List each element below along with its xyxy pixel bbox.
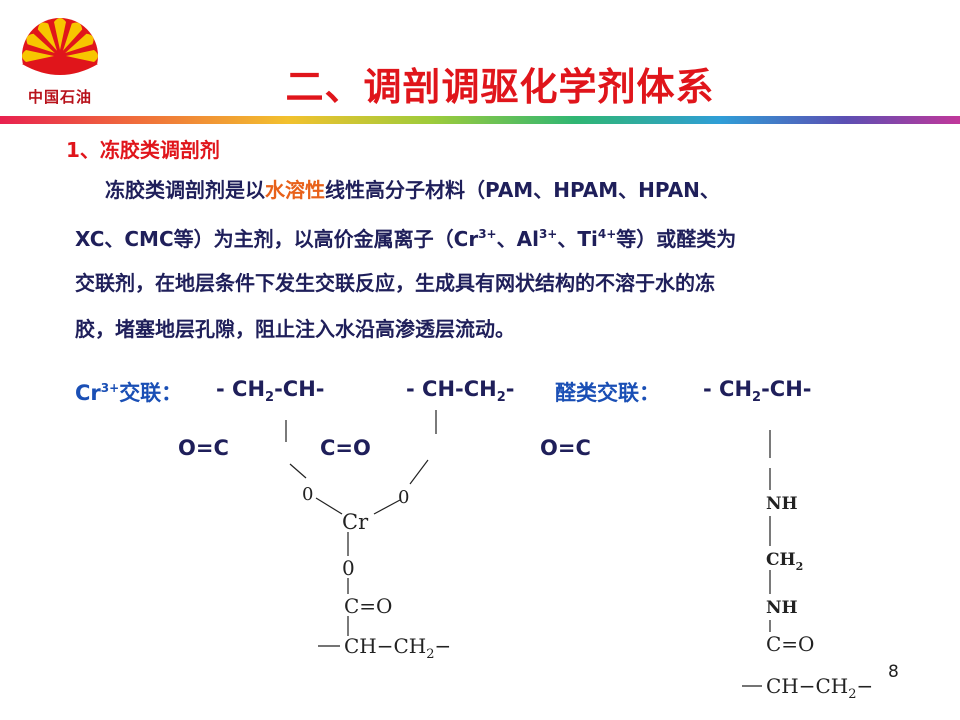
section-heading: 1、冻胶类调剖剂 bbox=[66, 138, 220, 162]
polymer-chain-1: - CH2-CH- bbox=[216, 377, 325, 405]
cr-chain: CH−CH2− bbox=[344, 634, 452, 662]
cr-crosslink-label: Cr3+交联： bbox=[75, 381, 183, 405]
oxygen-below: 0 bbox=[342, 556, 355, 580]
polymer-chain-2: - CH-CH2- bbox=[406, 377, 515, 405]
carbonyl-left: O=C bbox=[178, 436, 229, 460]
logo-text: 中国石油 bbox=[27, 88, 92, 106]
oxygen-right: 0 bbox=[398, 487, 410, 508]
ald-carbonyl: C=O bbox=[766, 632, 815, 656]
paragraph-line-2: XC、CMC等）为主剂，以高价金属离子（Cr3+、Al3+、Ti4+等）或醛类为 bbox=[75, 227, 737, 251]
chromium-atom: Cr bbox=[342, 510, 369, 534]
aldehyde-crosslink-label: 醛类交联： bbox=[555, 381, 660, 405]
carbonyl-right: C=O bbox=[320, 436, 371, 460]
paragraph-line-4: 胶，堵塞地层孔隙，阻止注入水沿高渗透层流动。 bbox=[75, 317, 515, 341]
cr-carbonyl: C=O bbox=[344, 594, 393, 618]
petrochina-logo-icon bbox=[20, 18, 100, 98]
oxygen-left: 0 bbox=[302, 484, 314, 505]
page-number: 8 bbox=[888, 662, 899, 682]
methylene: CH2 bbox=[766, 550, 804, 573]
highlight-water-soluble: 水溶性 bbox=[265, 178, 325, 202]
paragraph-line-3: 交联剂，在地层条件下发生交联反应，生成具有网状结构的不溶于水的冻 bbox=[75, 271, 715, 295]
rainbow-divider bbox=[0, 116, 960, 124]
ald-chain: CH−CH2− bbox=[766, 674, 874, 702]
paragraph-line-1: 冻胶类调剖剂是以水溶性线性高分子材料（PAM、HPAM、HPAN、 bbox=[105, 178, 720, 202]
carbonyl-aldehyde: O=C bbox=[540, 436, 591, 460]
amine-1: NH bbox=[766, 494, 798, 514]
page-title: 二、调剖调驱化学剂体系 bbox=[285, 65, 715, 109]
amine-2: NH bbox=[766, 598, 798, 618]
polymer-chain-3: - CH2-CH- bbox=[703, 377, 812, 405]
